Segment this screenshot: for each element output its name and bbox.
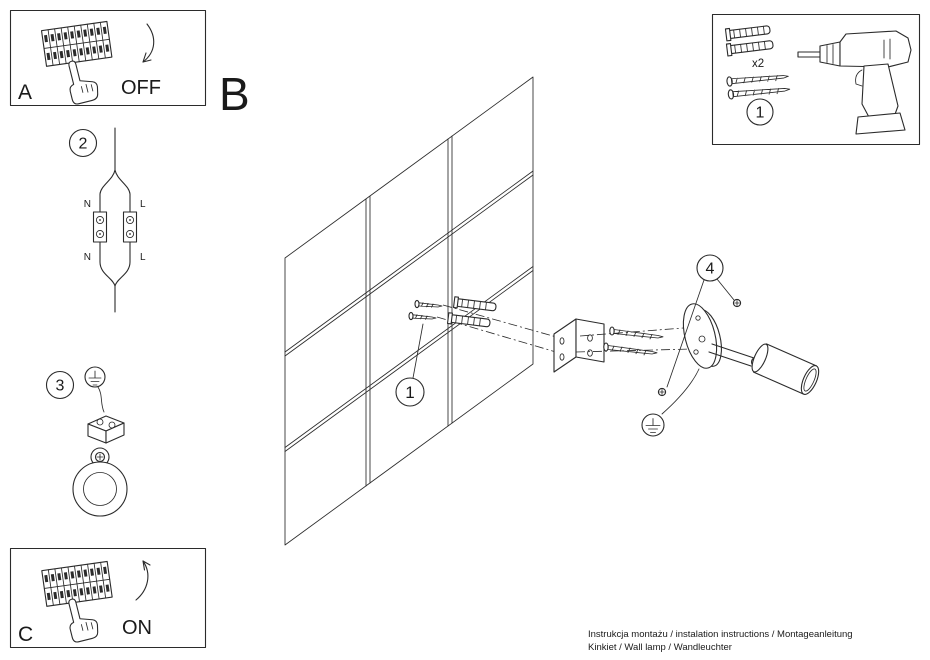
fuse-box-icon [40, 20, 113, 67]
terminal-connector [87, 415, 125, 444]
step-4-fixing: 4 [641, 254, 742, 437]
ground-symbol-icon [641, 413, 665, 437]
wall-plug-icon [724, 25, 771, 42]
plug-quantity-label: x2 [752, 58, 764, 70]
panel-a-state: OFF [121, 77, 161, 99]
step-2-badge: 2 [79, 136, 88, 153]
wire-label-l-top: L [140, 199, 146, 210]
toolbox-step-badge: 1 [756, 105, 765, 122]
wall-lamp [682, 303, 820, 395]
footer: Instrukcja montażu / instalation instruc… [588, 629, 853, 653]
toolbox-panel: x2 1 [711, 13, 921, 146]
wire-label-n-top: N [84, 199, 91, 210]
step-2-wiring: 2 N L N L [68, 127, 146, 313]
panel-a-label: A [18, 81, 32, 104]
wall-plug-icon [725, 40, 774, 57]
panel-c-label: C [18, 623, 33, 646]
switch-off-arrow-icon [142, 23, 155, 63]
footer-line-1: Instrukcja montażu / instalation instruc… [588, 629, 853, 640]
screw-icon [726, 75, 791, 100]
hand-icon [68, 598, 99, 643]
mounting-bracket [553, 318, 605, 373]
bracket-screws [575, 326, 697, 356]
drill-icon [797, 30, 912, 135]
panel-a: OFF A [9, 9, 207, 107]
canopy-back-plate [72, 447, 128, 517]
step-3-earthing: 3 [45, 366, 128, 517]
step-1-badge: 1 [405, 383, 414, 402]
wall-plug-icon [446, 312, 491, 328]
ground-symbol-icon [84, 366, 106, 388]
mounting-screws: 1 [395, 296, 561, 407]
wall-plug-icon [452, 296, 497, 312]
switch-on-arrow-icon [135, 560, 151, 601]
step-3-badge: 3 [56, 378, 65, 395]
footer-line-2: Kinkiet / Wall lamp / Wandleuchter [588, 642, 732, 653]
section-b-label: B [219, 68, 250, 120]
wall-panel [284, 76, 534, 546]
hand-icon [68, 60, 99, 105]
panel-c-state: ON [122, 617, 152, 639]
wire-label-l-bottom: L [140, 252, 146, 263]
panel-c: ON C [9, 547, 207, 649]
step-4-badge: 4 [706, 261, 715, 278]
fuse-box-icon [41, 560, 113, 607]
wire-label-n-bottom: N [84, 252, 91, 263]
